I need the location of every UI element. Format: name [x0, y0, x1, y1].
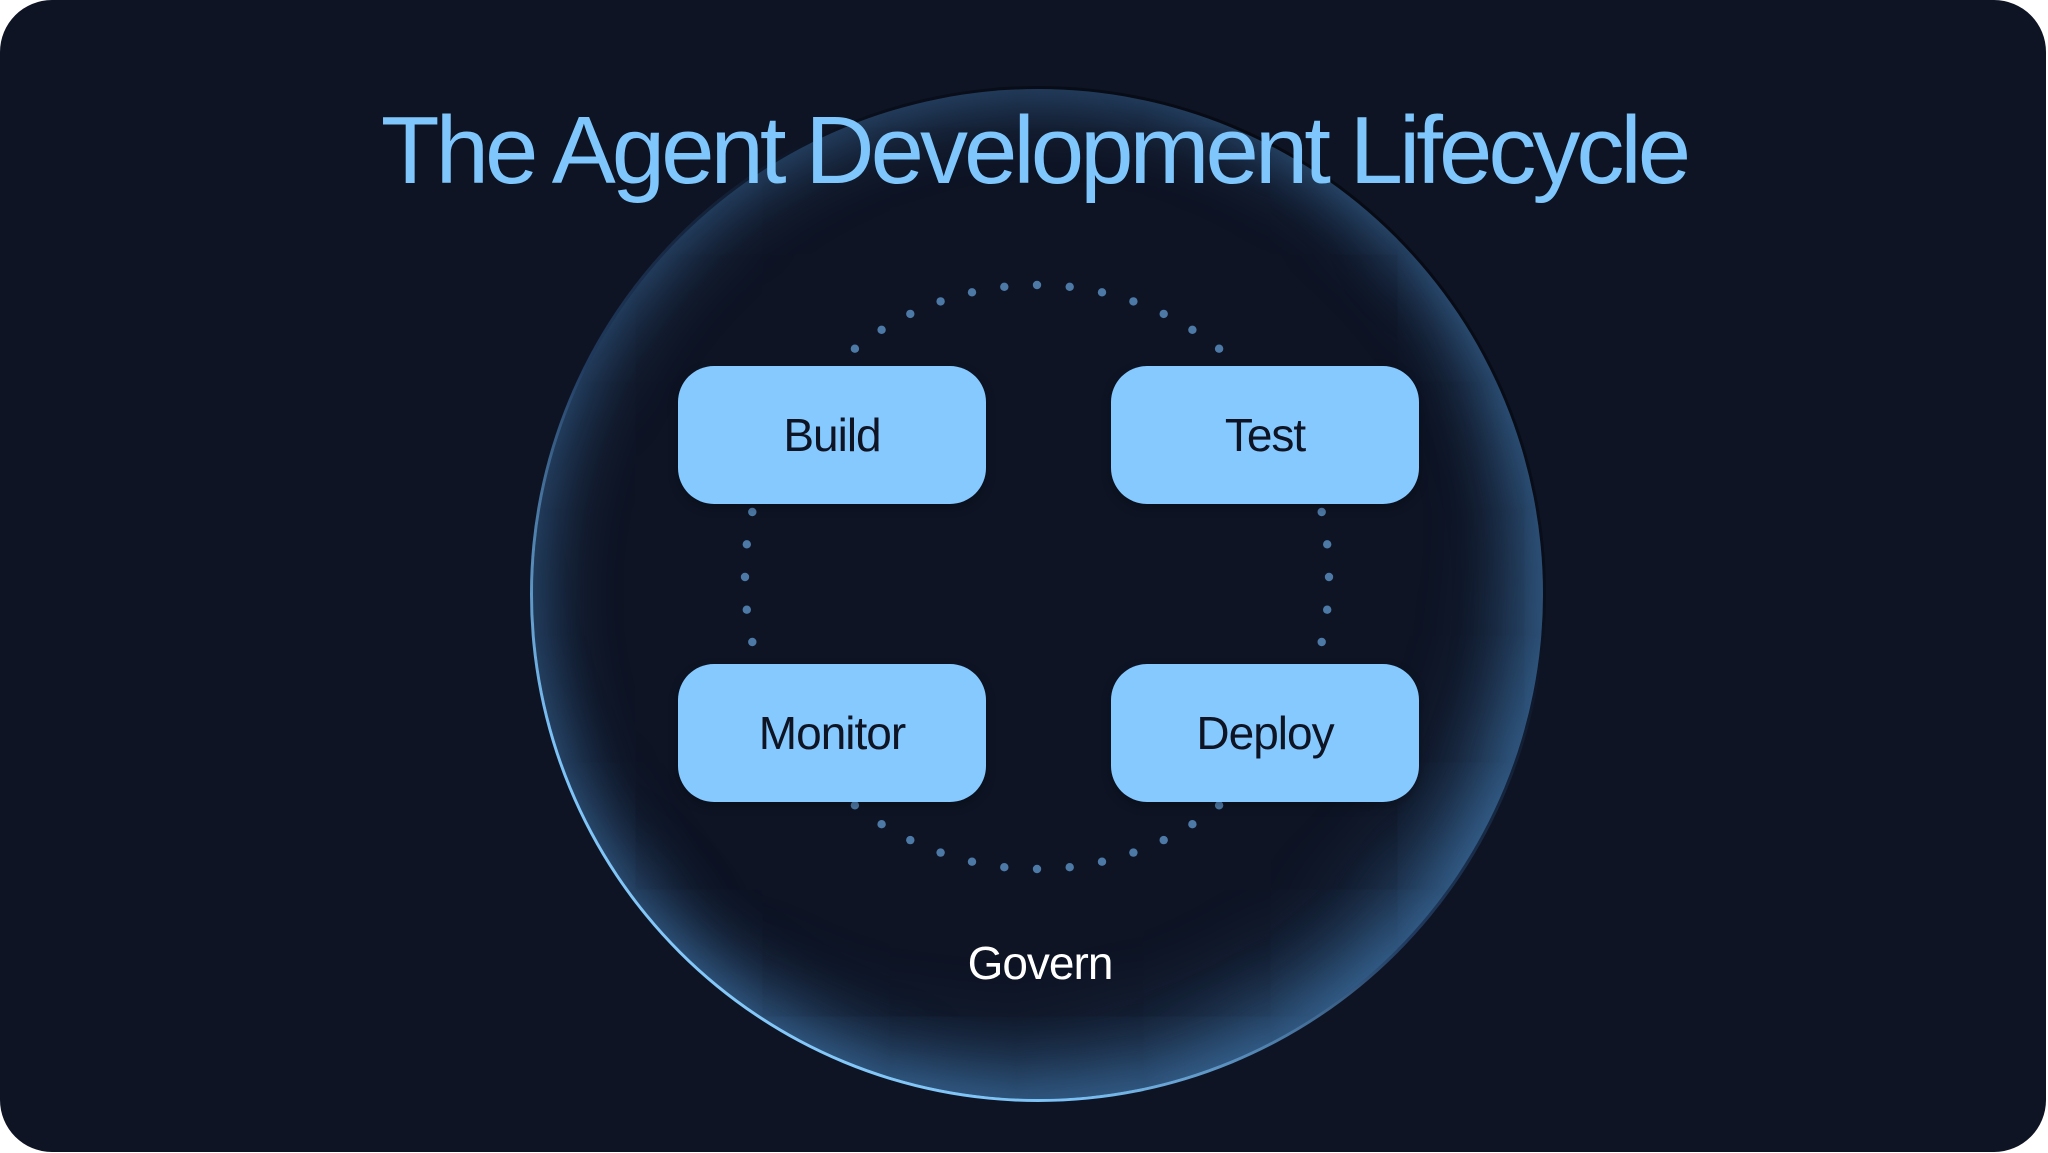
ring-dot: [1000, 863, 1009, 872]
ring-dot: [1159, 309, 1168, 319]
ring-dot: [1097, 288, 1107, 297]
ring-dot: [850, 801, 860, 810]
ring-dot: [1188, 325, 1197, 334]
diagram-title: The Agent Development Lifecycle: [380, 97, 1691, 204]
ring-dot: [1065, 282, 1074, 291]
ring-dot: [1323, 605, 1332, 614]
stage-build-label: Build: [783, 409, 881, 461]
stage-deploy-label: Deploy: [1196, 707, 1334, 759]
stage-deploy: Deploy: [1111, 664, 1419, 802]
ring-dot: [1032, 864, 1042, 874]
ring-dot: [1317, 507, 1326, 517]
ring-dot: [1214, 801, 1224, 810]
ring-dot: [742, 540, 751, 549]
ring-dot: [906, 835, 915, 845]
ring-dot: [740, 572, 750, 582]
stage-monitor: Monitor: [678, 664, 986, 802]
ring-dot: [1323, 540, 1332, 549]
ring-dot: [1214, 344, 1224, 353]
ring-dot: [967, 288, 977, 297]
ring-dot: [1317, 637, 1326, 647]
ring-dot: [1129, 848, 1138, 857]
ring-dot: [850, 344, 860, 353]
stage-build: Build: [678, 366, 986, 504]
ring-dot: [877, 325, 886, 334]
ring-dot: [748, 637, 757, 647]
ring-dot: [877, 820, 886, 829]
ring-dot: [1000, 282, 1009, 291]
ring-dot: [1065, 863, 1074, 872]
govern-label: Govern: [967, 937, 1114, 989]
ring-dot: [748, 507, 757, 517]
ring-dot: [967, 857, 977, 866]
stage-test-label: Test: [1224, 409, 1306, 461]
ring-dot: [1129, 297, 1138, 306]
ring-dot: [1324, 572, 1334, 582]
stage-monitor-label: Monitor: [758, 707, 906, 759]
ring-dot: [1032, 280, 1042, 290]
ring-dot: [936, 297, 945, 306]
ring-dot: [906, 309, 915, 319]
ring-dot: [936, 848, 945, 857]
ring-dot: [1159, 835, 1168, 845]
govern-ring: [530, 86, 1546, 1102]
ring-dot: [1097, 857, 1107, 866]
stage-test: Test: [1111, 366, 1419, 504]
ring-dot: [742, 605, 751, 614]
ring-dot: [1188, 820, 1197, 829]
